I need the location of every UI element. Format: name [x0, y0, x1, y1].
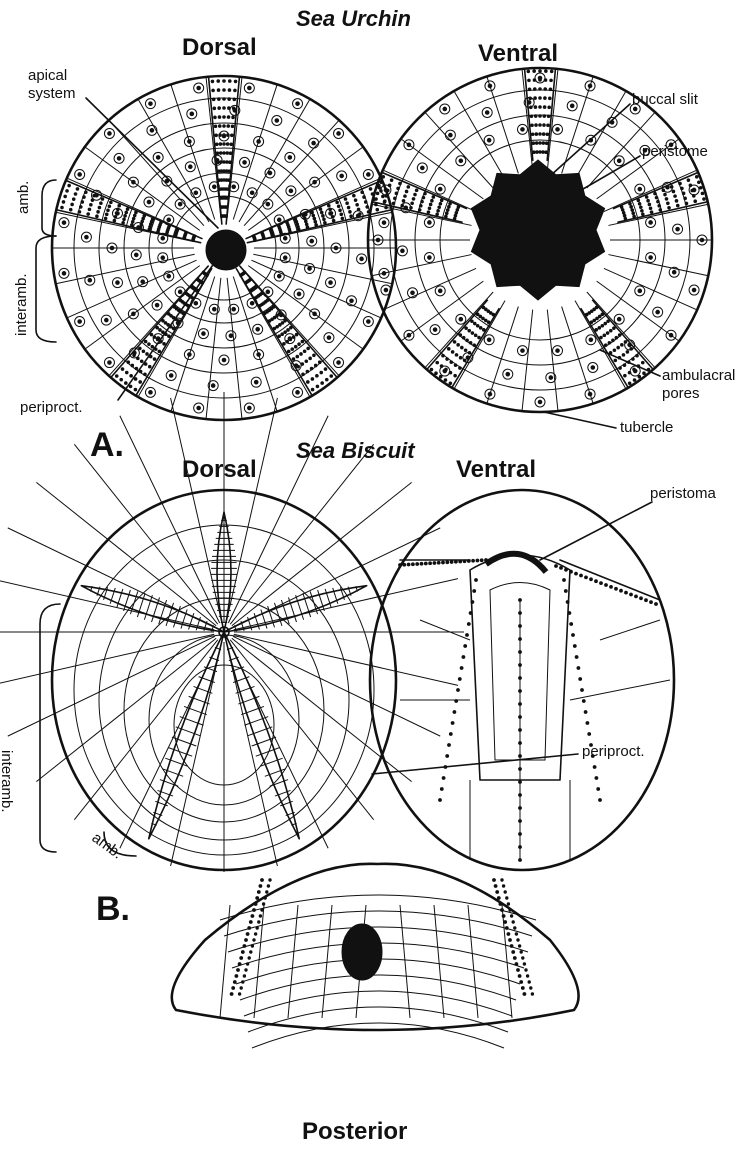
- periproct-urchin-dorsal: [206, 230, 246, 270]
- urchin-interamb-label: interamb.: [14, 273, 30, 336]
- urchin-amb-label: amb.: [16, 181, 32, 214]
- urchin-dorsal-heading: Dorsal: [182, 34, 257, 62]
- panel-a-letter: A.: [90, 426, 124, 465]
- biscuit-ventral-heading: Ventral: [456, 456, 536, 484]
- posterior-heading: Posterior: [302, 1118, 407, 1146]
- biscuit-dorsal-heading: Dorsal: [182, 456, 257, 484]
- panel-b-letter: B.: [96, 890, 130, 929]
- sea-biscuit-title: Sea Biscuit: [296, 438, 415, 464]
- ambulacral-pores-label-line1: ambulacral: [662, 368, 735, 384]
- urchin-ventral-test: [368, 68, 712, 412]
- biscuit-interamb-label: interamb.: [0, 750, 14, 813]
- tubercle-label: tubercle: [620, 420, 673, 436]
- buccal-slit-label: buccal slit: [632, 92, 698, 108]
- urchin-ventral-heading: Ventral: [478, 40, 558, 68]
- urchin-periproct-label: periproct.: [20, 400, 83, 416]
- peristome-shape: [471, 160, 604, 300]
- biscuit-posterior-view: [172, 864, 579, 1048]
- periproct-posterior: [342, 924, 382, 980]
- ambulacral-pores-label-line2: pores: [662, 386, 700, 402]
- peristome-label: peristome: [642, 144, 708, 160]
- biscuit-ventral-test: [370, 490, 674, 870]
- apical-system-label-line1: apical: [28, 68, 67, 84]
- apical-system-label-line2: system: [28, 86, 76, 102]
- biscuit-periproct-label: periproct.: [582, 744, 645, 760]
- sea-urchin-title: Sea Urchin: [296, 6, 411, 32]
- urchin-dorsal-test: [52, 76, 396, 420]
- peristoma-label: peristoma: [650, 486, 716, 502]
